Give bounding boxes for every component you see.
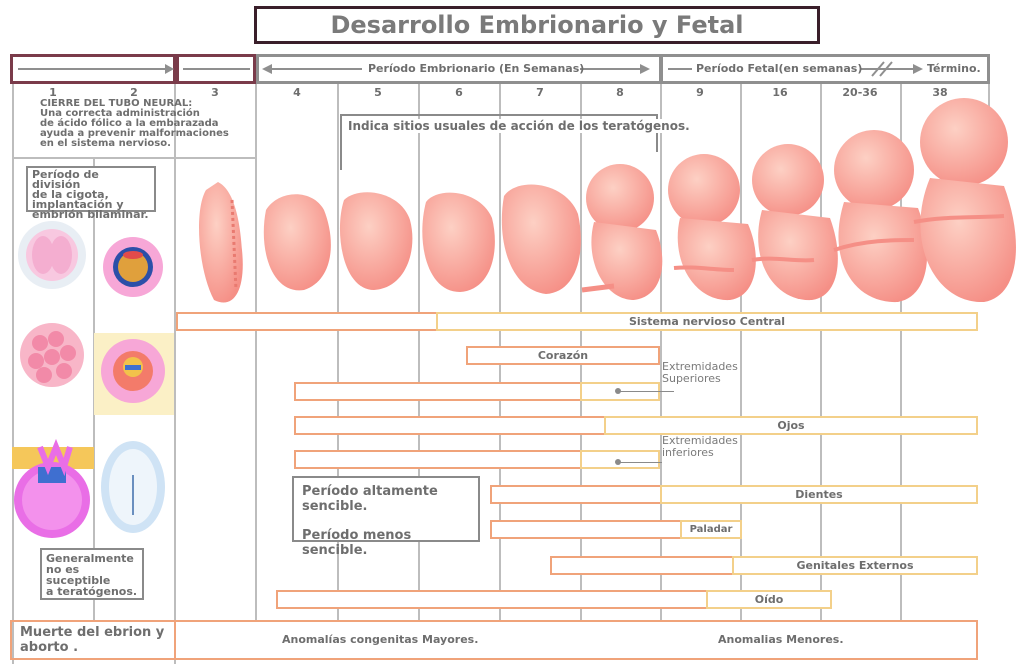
upper-limbs-label: Extremidades Superiores — [662, 360, 738, 385]
footer-death-cell: Muerte del ebrion y aborto . — [10, 620, 176, 660]
embryonic-period-label: Período Embrionario (En Semanas) — [368, 62, 585, 75]
not-susceptible-note: Generalmente no es suceptible a teratóge… — [40, 548, 144, 600]
legend-low: Período menos sencible. — [302, 528, 412, 558]
lower-limbs-dot — [615, 459, 621, 465]
page-title: Desarrollo Embrionario y Fetal — [254, 6, 820, 44]
footer-anomalies-cell — [174, 620, 978, 660]
bar-eyes-high — [294, 416, 606, 435]
sensitivity-legend: Período altamente sencible. Período meno… — [292, 476, 480, 558]
early-stage-illustrations — [12, 221, 174, 538]
teratogen-sites-label: Indica sitios usuales de acción de los t… — [346, 119, 692, 133]
grid-line — [12, 84, 14, 664]
header-arrows — [18, 61, 923, 77]
upper-limbs-pointer — [618, 391, 674, 392]
bar-genitals-high — [550, 556, 734, 575]
upper-limbs-dot — [615, 388, 621, 394]
fetal-period-label: Período Fetal(en semanas) — [696, 62, 863, 75]
grid-line — [337, 84, 339, 620]
grid-line — [174, 84, 176, 664]
week-label: 5 — [374, 86, 382, 99]
grid-line — [820, 84, 822, 620]
week-label: 3 — [211, 86, 219, 99]
grid-line — [900, 84, 902, 620]
week-label: 4 — [293, 86, 301, 99]
bar-palate-low: Paladar — [680, 520, 742, 539]
grid-line — [255, 84, 257, 160]
teratogen-bracket-right — [656, 140, 658, 152]
week-label: 2 — [130, 86, 138, 99]
bar-teeth-low: Dientes — [660, 485, 978, 504]
bar-palate-high — [490, 520, 682, 539]
teratogen-bracket-left — [340, 140, 342, 170]
grid-line — [255, 160, 257, 620]
grid-line — [418, 84, 420, 620]
minor-anomalies-label: Anomalias Menores. — [718, 633, 844, 646]
week-label: 1 — [49, 86, 57, 99]
header-cell-week-3 — [176, 54, 256, 84]
bar-lower-limbs-high — [294, 450, 582, 469]
major-anomalies-label: Anomalías congenitas Mayores. — [282, 633, 479, 646]
legend-high: Período altamente sencible. — [302, 484, 438, 514]
embryo-fetus-illustrations — [199, 98, 1016, 303]
cell-division-note: Período de división de la cigota, implan… — [26, 166, 156, 220]
lower-limbs-label: Extremidades inferiores — [662, 434, 738, 459]
week-label: 38 — [932, 86, 948, 99]
bar-genitals-low: Genitales Externos — [732, 556, 978, 575]
bar-ear-high — [276, 590, 708, 609]
week-label: 7 — [536, 86, 544, 99]
week-label: 8 — [616, 86, 624, 99]
week-label: 20-36 — [842, 86, 878, 99]
grid-line — [12, 157, 256, 159]
week-label: 16 — [772, 86, 788, 99]
grid-line — [740, 84, 742, 620]
bar-cns-low: Sistema nervioso Central — [436, 312, 978, 331]
week-label: 6 — [455, 86, 463, 99]
bar-upper-limbs-high — [294, 382, 582, 401]
term-label: Término. — [927, 62, 981, 75]
grid-line — [660, 84, 662, 620]
bar-cns-high — [176, 312, 438, 331]
neural-tube-note: CIERRE DEL TUBO NEURAL: Una correcta adm… — [40, 98, 229, 149]
bar-eyes-low: Ojos — [604, 416, 978, 435]
lower-limbs-pointer — [618, 462, 662, 463]
header-cell-weeks-1-2 — [10, 54, 176, 84]
week-label: 9 — [696, 86, 704, 99]
bar-teeth-high — [490, 485, 662, 504]
bar-heart-high: Corazón — [466, 346, 660, 365]
header-fetal — [660, 54, 990, 84]
bar-ear-low: Oído — [706, 590, 832, 609]
